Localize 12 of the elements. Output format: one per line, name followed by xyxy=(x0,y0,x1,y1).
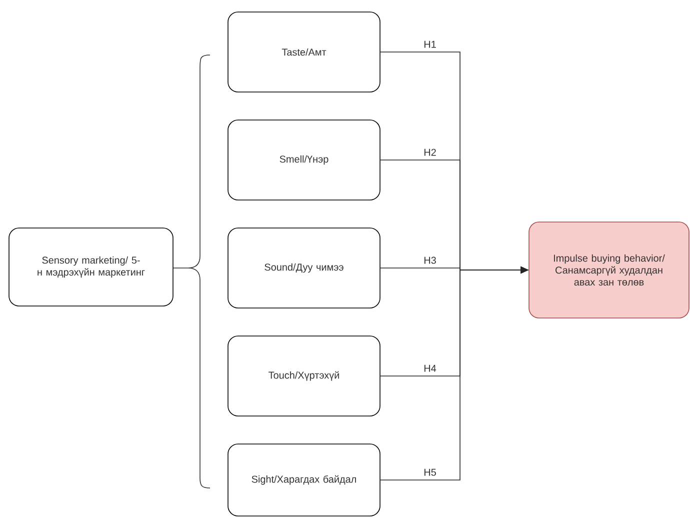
edge-label: H2 xyxy=(424,148,436,156)
edge-label: H5 xyxy=(424,468,436,476)
edge-label: H1 xyxy=(424,40,436,48)
outcome-box: Impulse buying behavior/ Санамсаргүй худалдан авах зан төлөв xyxy=(528,222,690,318)
construct-box: Taste/Амт xyxy=(228,12,380,92)
construct-box: Sound/Дуу чимээ xyxy=(228,228,380,308)
construct-box: Smell/Үнэр xyxy=(228,120,380,200)
edge-label: H3 xyxy=(424,256,436,264)
construct-box: Touch/Хүртэхүй xyxy=(228,336,380,416)
construct-box: Sight/Харагдах байдал xyxy=(228,444,380,516)
edge-label: H4 xyxy=(424,364,436,372)
construct-box: Sensory marketing/ 5-н мэдрэхүйн маркетинг xyxy=(8,228,174,306)
